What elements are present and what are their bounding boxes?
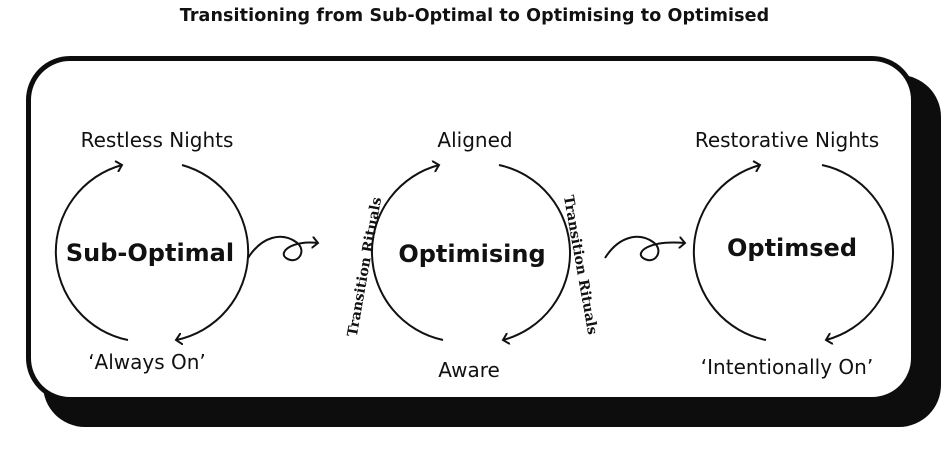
stage-1-top-label: Restless Nights — [80, 128, 234, 152]
cycle-arrow-left-3 — [692, 165, 767, 341]
cycle-arrow-left-2 — [370, 165, 444, 341]
diagram-card — [26, 56, 916, 402]
diagram-title: Transitioning from Sub-Optimal to Optimi… — [179, 6, 770, 26]
stage-2-name: Optimising — [398, 240, 546, 268]
stage-1-name: Sub-Optimal — [65, 239, 235, 267]
cycle-arrow-left-1 — [54, 165, 129, 341]
squiggle-arrow-1 — [247, 235, 318, 261]
cycle-arrow-right-2 — [498, 164, 572, 340]
stage-1-bottom-label: ‘Always On’ — [88, 350, 206, 374]
cycle-arrow-right-3 — [821, 164, 895, 340]
squiggle-arrow-2 — [604, 235, 685, 261]
stage-2-bottom-label: Aware — [438, 358, 500, 382]
stage-3-name: Optimsed — [726, 234, 858, 262]
stage-2-top-label: Aligned — [437, 128, 513, 152]
stage-3-top-label: Restorative Nights — [694, 128, 880, 152]
stage-3-bottom-label: ‘Intentionally On’ — [700, 355, 874, 379]
cycle-arrow-right-1 — [176, 164, 250, 340]
